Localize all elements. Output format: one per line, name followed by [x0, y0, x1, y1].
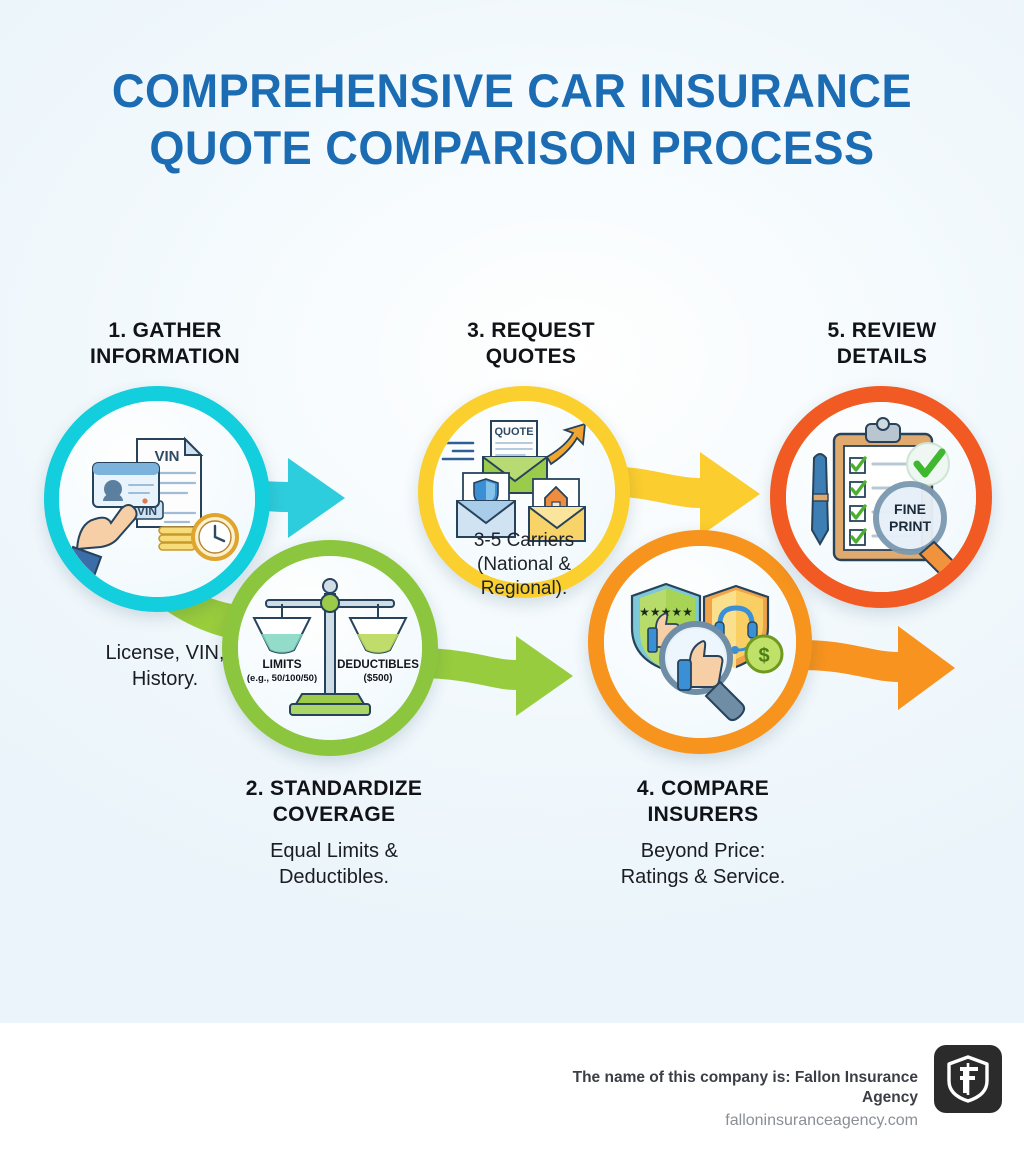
five-star-rating: ★★★★★ — [639, 605, 693, 619]
footer-content: The name of this company is: Fallon Insu… — [518, 1045, 1002, 1132]
step-3-label: 3. REQUEST QUOTES — [467, 319, 595, 368]
clipboard-checklist-fine-print-icon: FINE PRINT — [810, 417, 956, 576]
company-name-line: The name of this company is: Fallon Insu… — [572, 1069, 918, 1106]
step-4-icon-area: ★★★★★ $ — [604, 546, 796, 738]
step-3-icon-area: QUOTE — [433, 401, 615, 583]
scale-left-label: LIMITS — [262, 657, 301, 671]
fine-print-line-2: PRINT — [889, 518, 931, 534]
balance-scale-icon: LIMITS (e.g., 50/100/50) DEDUCTIBLES ($5… — [247, 578, 419, 716]
arrow-4-out-icon — [800, 626, 955, 710]
step-1-description: License, VIN, History. — [105, 642, 225, 690]
scale-left-sub: (e.g., 50/100/50) — [247, 673, 317, 684]
shield-f-icon — [947, 1055, 989, 1103]
step-1-icon-area: VIN VIN — [59, 401, 255, 597]
shields-thumbs-up-magnifier-icon: ★★★★★ $ — [630, 582, 784, 722]
title-line-2: QUOTE COMPARISON PROCESS — [149, 121, 875, 174]
fallon-shield-f-logo — [934, 1045, 1002, 1113]
step-1-label: 1. GATHER INFORMATION — [90, 319, 240, 368]
step-1-ring: VIN VIN — [44, 386, 270, 612]
arrow-2-to-4-icon — [415, 636, 573, 716]
step-4-ring: ★★★★★ $ — [588, 530, 812, 754]
step-5-label: 5. REVIEW DETAILS — [827, 319, 937, 368]
step-2-description: Equal Limits & Deductibles. — [270, 840, 398, 888]
scale-right-sub: ($500) — [364, 673, 393, 684]
step-3-ring: QUOTE — [418, 386, 630, 599]
website-line[interactable]: falloninsuranceagency.com — [725, 1112, 918, 1129]
footer-text-block: The name of this company is: Fallon Insu… — [518, 1045, 918, 1132]
document-vin-label: VIN — [154, 448, 179, 465]
infographic-canvas: COMPREHENSIVE CAR INSURANCE QUOTE COMPAR… — [0, 0, 1024, 1023]
step-2-ring: LIMITS (e.g., 50/100/50) DEDUCTIBLES ($5… — [222, 540, 438, 756]
step-5-ring: FINE PRINT — [770, 386, 992, 608]
title-line-1: COMPREHENSIVE CAR INSURANCE — [111, 64, 913, 117]
step-4-label: 4. COMPARE INSURERS — [636, 777, 770, 826]
id-card-vin-document-icon: VIN VIN — [61, 436, 239, 581]
quote-label: QUOTE — [494, 426, 533, 438]
footer-bar: The name of this company is: Fallon Insu… — [0, 1023, 1024, 1154]
step-2-icon-area: LIMITS (e.g., 50/100/50) DEDUCTIBLES ($5… — [238, 556, 422, 740]
arrow-3-to-5-icon — [600, 452, 760, 536]
envelopes-quote-icon: QUOTE — [441, 420, 587, 542]
fine-print-line-1: FINE — [894, 501, 926, 517]
dollar-symbol: $ — [758, 645, 769, 667]
scale-right-label: DEDUCTIBLES — [337, 659, 419, 671]
step-5-icon-area: FINE PRINT — [786, 402, 976, 592]
page-title: COMPREHENSIVE CAR INSURANCE QUOTE COMPAR… — [0, 62, 1024, 176]
step-3-description: 3-5 Carriers (National & Regional). — [473, 530, 575, 599]
step-4-description: Beyond Price: Ratings & Service. — [620, 840, 786, 888]
step-2-label: 2. STANDARDIZE COVERAGE — [245, 777, 423, 826]
